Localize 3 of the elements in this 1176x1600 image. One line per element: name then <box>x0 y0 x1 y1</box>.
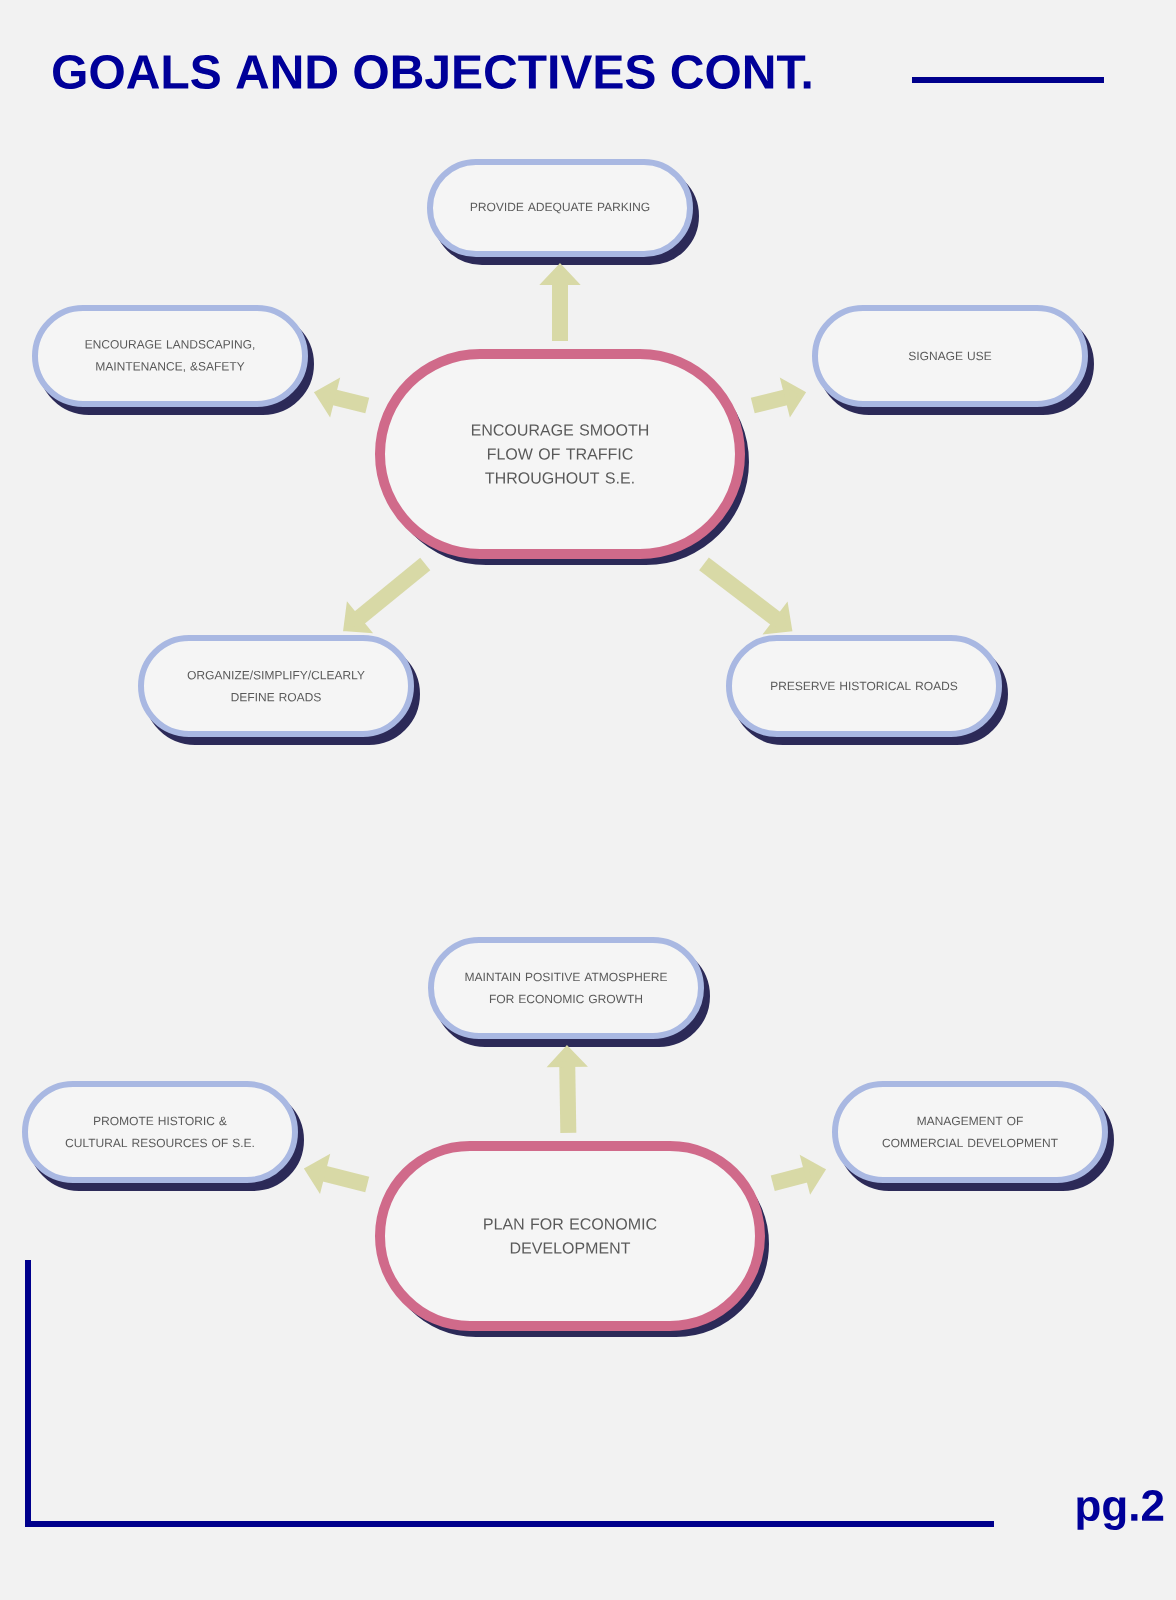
title: GOALS AND OBJECTIVES CONT. <box>53 55 811 89</box>
block-arrow <box>343 557 431 634</box>
page-number: pg.2 <box>1077 1489 1164 1530</box>
